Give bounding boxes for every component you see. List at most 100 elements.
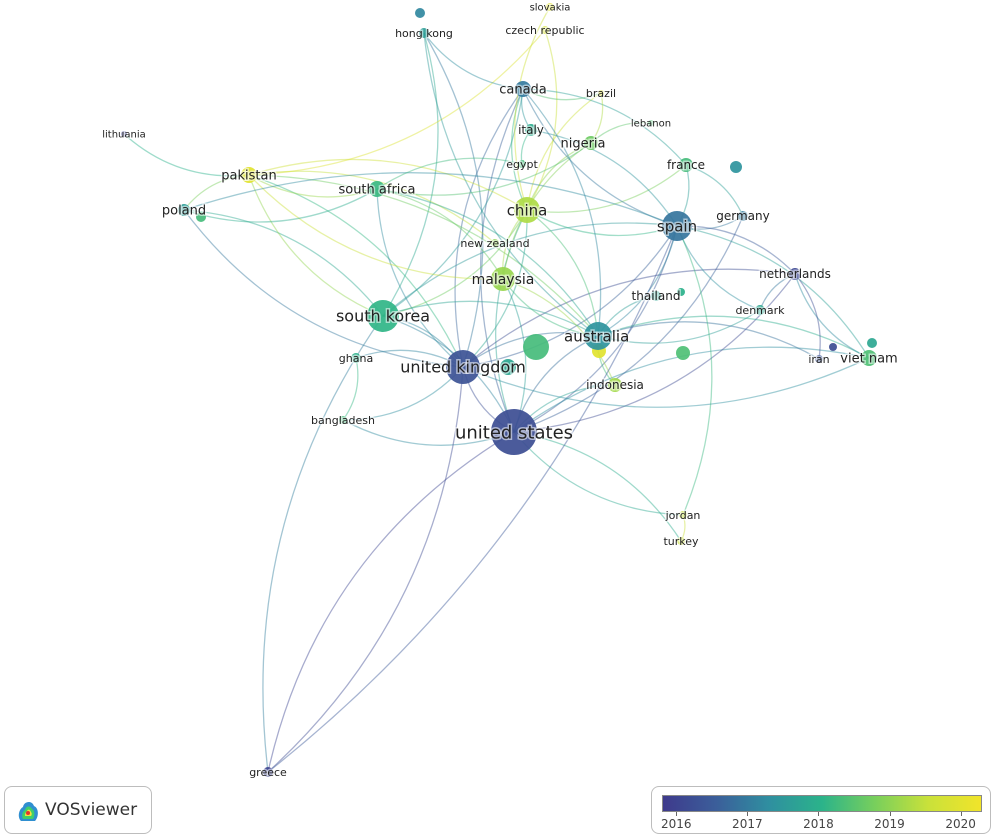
link-canada-hong-kong bbox=[423, 32, 524, 90]
label-spain: spain bbox=[657, 217, 697, 235]
node-slovakia[interactable] bbox=[546, 3, 554, 11]
node-egypt[interactable] bbox=[518, 160, 526, 168]
node-unlabeled-10[interactable] bbox=[829, 343, 837, 351]
node-lebanon[interactable] bbox=[648, 120, 654, 126]
node-pakistan[interactable] bbox=[241, 167, 257, 183]
legend-tick-label: 2019 bbox=[874, 817, 905, 831]
label-denmark: denmark bbox=[735, 304, 785, 317]
node-unlabeled-1[interactable] bbox=[523, 334, 549, 360]
node-turkey[interactable] bbox=[677, 537, 685, 545]
label-iran: iran bbox=[808, 353, 829, 366]
link-ghana-bangladesh bbox=[342, 357, 359, 421]
node-australia[interactable] bbox=[584, 322, 612, 350]
node-indonesia[interactable] bbox=[608, 378, 622, 392]
label-malaysia: malaysia bbox=[472, 272, 535, 288]
node-viet-nam[interactable] bbox=[861, 350, 877, 366]
legend-tick bbox=[747, 812, 749, 816]
link-south-korea-poland bbox=[183, 209, 384, 317]
node-unlabeled-6[interactable] bbox=[196, 212, 206, 222]
link-netherlands-iran bbox=[794, 273, 821, 360]
node-south-korea[interactable] bbox=[367, 300, 399, 332]
link-south-korea-australia bbox=[382, 300, 599, 337]
link-pakistan-lithuania bbox=[123, 133, 250, 177]
link-spain-italy bbox=[530, 129, 678, 227]
label-lebanon: lebanon bbox=[631, 119, 671, 130]
label-brazil: brazil bbox=[586, 87, 616, 100]
link-united-states-turkey bbox=[513, 431, 682, 542]
label-south-korea: south korea bbox=[336, 307, 430, 326]
label-united-states: united states bbox=[455, 422, 573, 443]
link-australia-viet-nam bbox=[597, 315, 870, 359]
node-unlabeled-7[interactable] bbox=[867, 338, 877, 348]
link-china-spain bbox=[526, 209, 678, 237]
link-australia-iran bbox=[597, 321, 820, 360]
link-spain-poland bbox=[183, 172, 678, 227]
label-canada: canada bbox=[499, 83, 547, 98]
node-south-africa[interactable] bbox=[369, 181, 385, 197]
node-china[interactable] bbox=[514, 197, 540, 223]
node-netherlands[interactable] bbox=[789, 268, 801, 280]
label-new-zealand: new zealand bbox=[460, 237, 529, 250]
node-united-states[interactable] bbox=[491, 409, 537, 455]
node-poland[interactable] bbox=[178, 204, 190, 216]
link-united-kingdom-poland bbox=[183, 209, 464, 368]
legend-tick-label: 2017 bbox=[732, 817, 763, 831]
node-malaysia[interactable] bbox=[491, 267, 515, 291]
link-spain-australia bbox=[597, 225, 678, 337]
node-jordan[interactable] bbox=[679, 511, 687, 519]
link-france-germany bbox=[685, 164, 744, 217]
link-china-czech-republic bbox=[526, 29, 558, 211]
legend-tick bbox=[889, 812, 891, 816]
link-pakistan-australia bbox=[248, 174, 599, 337]
node-france[interactable] bbox=[679, 158, 693, 172]
node-unlabeled-5[interactable] bbox=[730, 161, 742, 173]
link-pakistan-south-africa bbox=[248, 174, 378, 198]
link-south-korea-canada bbox=[382, 88, 524, 317]
legend-tick-label: 2018 bbox=[803, 817, 834, 831]
link-united-states-germany bbox=[513, 215, 744, 433]
node-bangladesh[interactable] bbox=[339, 416, 347, 424]
node-lithuania[interactable] bbox=[121, 131, 127, 137]
node-new-zealand[interactable] bbox=[491, 239, 499, 247]
legend-tick-label: 2016 bbox=[660, 817, 692, 831]
link-united-kingdom-canada bbox=[454, 88, 524, 368]
node-canada[interactable] bbox=[515, 81, 531, 97]
brand-name: VOSviewer bbox=[45, 800, 138, 820]
node-unlabeled-2[interactable] bbox=[500, 359, 516, 375]
link-united-states-jordan bbox=[513, 431, 684, 516]
node-unlabeled-8[interactable] bbox=[677, 288, 685, 296]
node-thailand[interactable] bbox=[651, 291, 661, 301]
link-south-africa-nigeria bbox=[376, 142, 592, 196]
node-hong-kong[interactable] bbox=[419, 28, 429, 38]
link-china-brazil bbox=[526, 92, 602, 211]
label-poland: poland bbox=[162, 204, 206, 219]
link-south-korea-china bbox=[382, 209, 528, 317]
link-china-canada bbox=[511, 88, 528, 211]
node-spain[interactable] bbox=[662, 211, 692, 241]
node-unlabeled-4[interactable] bbox=[676, 346, 690, 360]
node-iran[interactable] bbox=[815, 355, 823, 363]
label-thailand: thailand bbox=[632, 289, 681, 303]
node-czech-republic[interactable] bbox=[541, 26, 549, 34]
link-south-africa-egypt bbox=[376, 157, 523, 190]
node-brazil[interactable] bbox=[598, 90, 604, 96]
label-netherlands: netherlands bbox=[759, 267, 831, 281]
node-greece[interactable] bbox=[263, 767, 273, 777]
link-pakistan-czech-republic bbox=[248, 29, 546, 176]
node-nigeria[interactable] bbox=[584, 136, 598, 150]
link-australia-canada bbox=[522, 88, 602, 337]
node-united-kingdom[interactable] bbox=[446, 350, 480, 384]
node-ghana[interactable] bbox=[351, 353, 361, 363]
link-jordan-spain bbox=[676, 225, 713, 516]
node-italy[interactable] bbox=[525, 124, 537, 136]
node-unlabeled-9[interactable] bbox=[415, 8, 425, 18]
node-denmark[interactable] bbox=[755, 305, 765, 315]
link-malaysia-indonesia bbox=[502, 278, 616, 386]
node-layer bbox=[121, 3, 877, 777]
node-germany[interactable] bbox=[738, 211, 748, 221]
label-italy: italy bbox=[518, 123, 544, 137]
link-united-kingdom-hong-kong bbox=[423, 32, 484, 368]
